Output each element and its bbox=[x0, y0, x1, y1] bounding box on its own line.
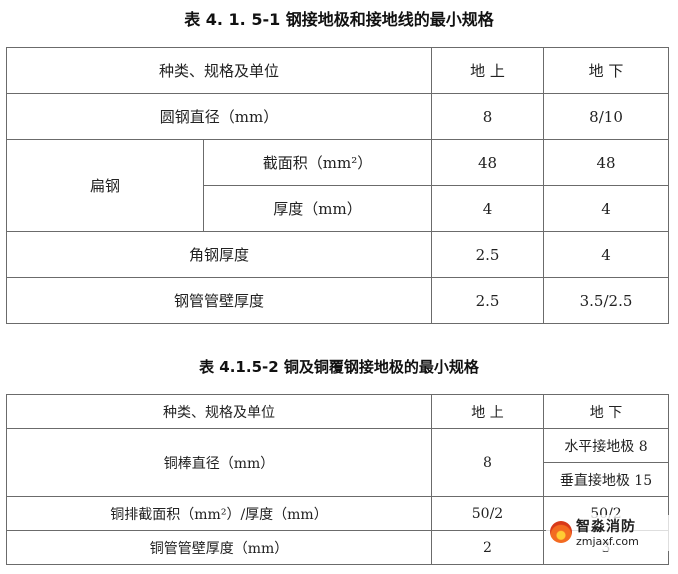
table-header-row: 种类、规格及单位 地 上 地 下 bbox=[5, 47, 670, 94]
row-label: 钢管管壁厚度 bbox=[5, 277, 433, 324]
cell-below-vertical: 垂直接地极 15 bbox=[543, 462, 669, 497]
header-below-ground: 地 下 bbox=[543, 394, 669, 429]
table2-title: 表 4.1.5-2 铜及铜覆钢接地极的最小规格 bbox=[199, 358, 479, 376]
cell-above: 4 bbox=[431, 185, 545, 232]
table-row: 铜棒直径（mm） 8 水平接地极 8 bbox=[6, 428, 669, 497]
cell-above: 50/2 bbox=[431, 496, 544, 531]
table-row: 角钢厚度 2.5 4 bbox=[5, 231, 670, 278]
steel-electrode-spec-table: 种类、规格及单位 地 上 地 下 圆钢直径（mm） 8 8/10 扁钢 截面积（… bbox=[5, 47, 670, 324]
cell-below: 4 bbox=[543, 185, 670, 232]
cell-below: 4 bbox=[543, 231, 670, 278]
cell-above: 2.5 bbox=[431, 277, 545, 324]
table-row: 圆钢直径（mm） 8 8/10 bbox=[5, 93, 670, 140]
table-row: 钢管管壁厚度 2.5 3.5/2.5 bbox=[5, 277, 670, 324]
header-category: 种类、规格及单位 bbox=[5, 47, 433, 94]
row-label: 铜棒直径（mm） bbox=[6, 428, 432, 497]
header-below-ground: 地 下 bbox=[543, 47, 670, 94]
cell-above: 48 bbox=[431, 139, 545, 186]
cell-above: 8 bbox=[431, 93, 545, 140]
cell-below: 48 bbox=[543, 139, 670, 186]
table-header-row: 种类、规格及单位 地 上 地 下 bbox=[6, 394, 669, 429]
header-above-ground: 地 上 bbox=[431, 47, 545, 94]
cell-above: 2 bbox=[431, 530, 544, 565]
watermark-url: zmjaxf.com bbox=[576, 535, 639, 548]
row-label: 厚度（mm） bbox=[202, 185, 433, 232]
row-group-label: 扁钢 bbox=[6, 139, 204, 232]
table-row: 厚度（mm） 4 4 bbox=[7, 185, 670, 232]
cell-above: 2.5 bbox=[431, 231, 545, 278]
flame-logo-icon bbox=[550, 521, 572, 543]
row-label: 铜管管壁厚度（mm） bbox=[6, 530, 432, 565]
watermark-name: 智淼消防 bbox=[576, 519, 636, 535]
row-label: 角钢厚度 bbox=[5, 231, 433, 278]
row-label: 圆钢直径（mm） bbox=[5, 93, 433, 140]
table-row: 扁钢 截面积（mm²） 48 48 bbox=[6, 139, 670, 232]
cell-below: 8/10 bbox=[543, 93, 670, 140]
cell-below: 3.5/2.5 bbox=[543, 277, 670, 324]
row-label: 截面积（mm²） bbox=[202, 139, 433, 186]
table-row: 垂直接地极 15 bbox=[7, 462, 669, 497]
copper-electrode-spec-table: 种类、规格及单位 地 上 地 下 铜棒直径（mm） 8 水平接地极 8 垂直接地… bbox=[6, 394, 669, 565]
header-above-ground: 地 上 bbox=[431, 394, 544, 429]
row-label: 铜排截面积（mm²）/厚度（mm） bbox=[6, 496, 432, 531]
cell-above: 8 bbox=[431, 428, 544, 497]
table1-title: 表 4. 1. 5-1 钢接地极和接地线的最小规格 bbox=[184, 10, 494, 29]
site-watermark: 智淼消防 zmjaxf.com bbox=[546, 515, 670, 551]
header-category: 种类、规格及单位 bbox=[6, 394, 432, 429]
cell-below-horizontal: 水平接地极 8 bbox=[543, 428, 669, 463]
